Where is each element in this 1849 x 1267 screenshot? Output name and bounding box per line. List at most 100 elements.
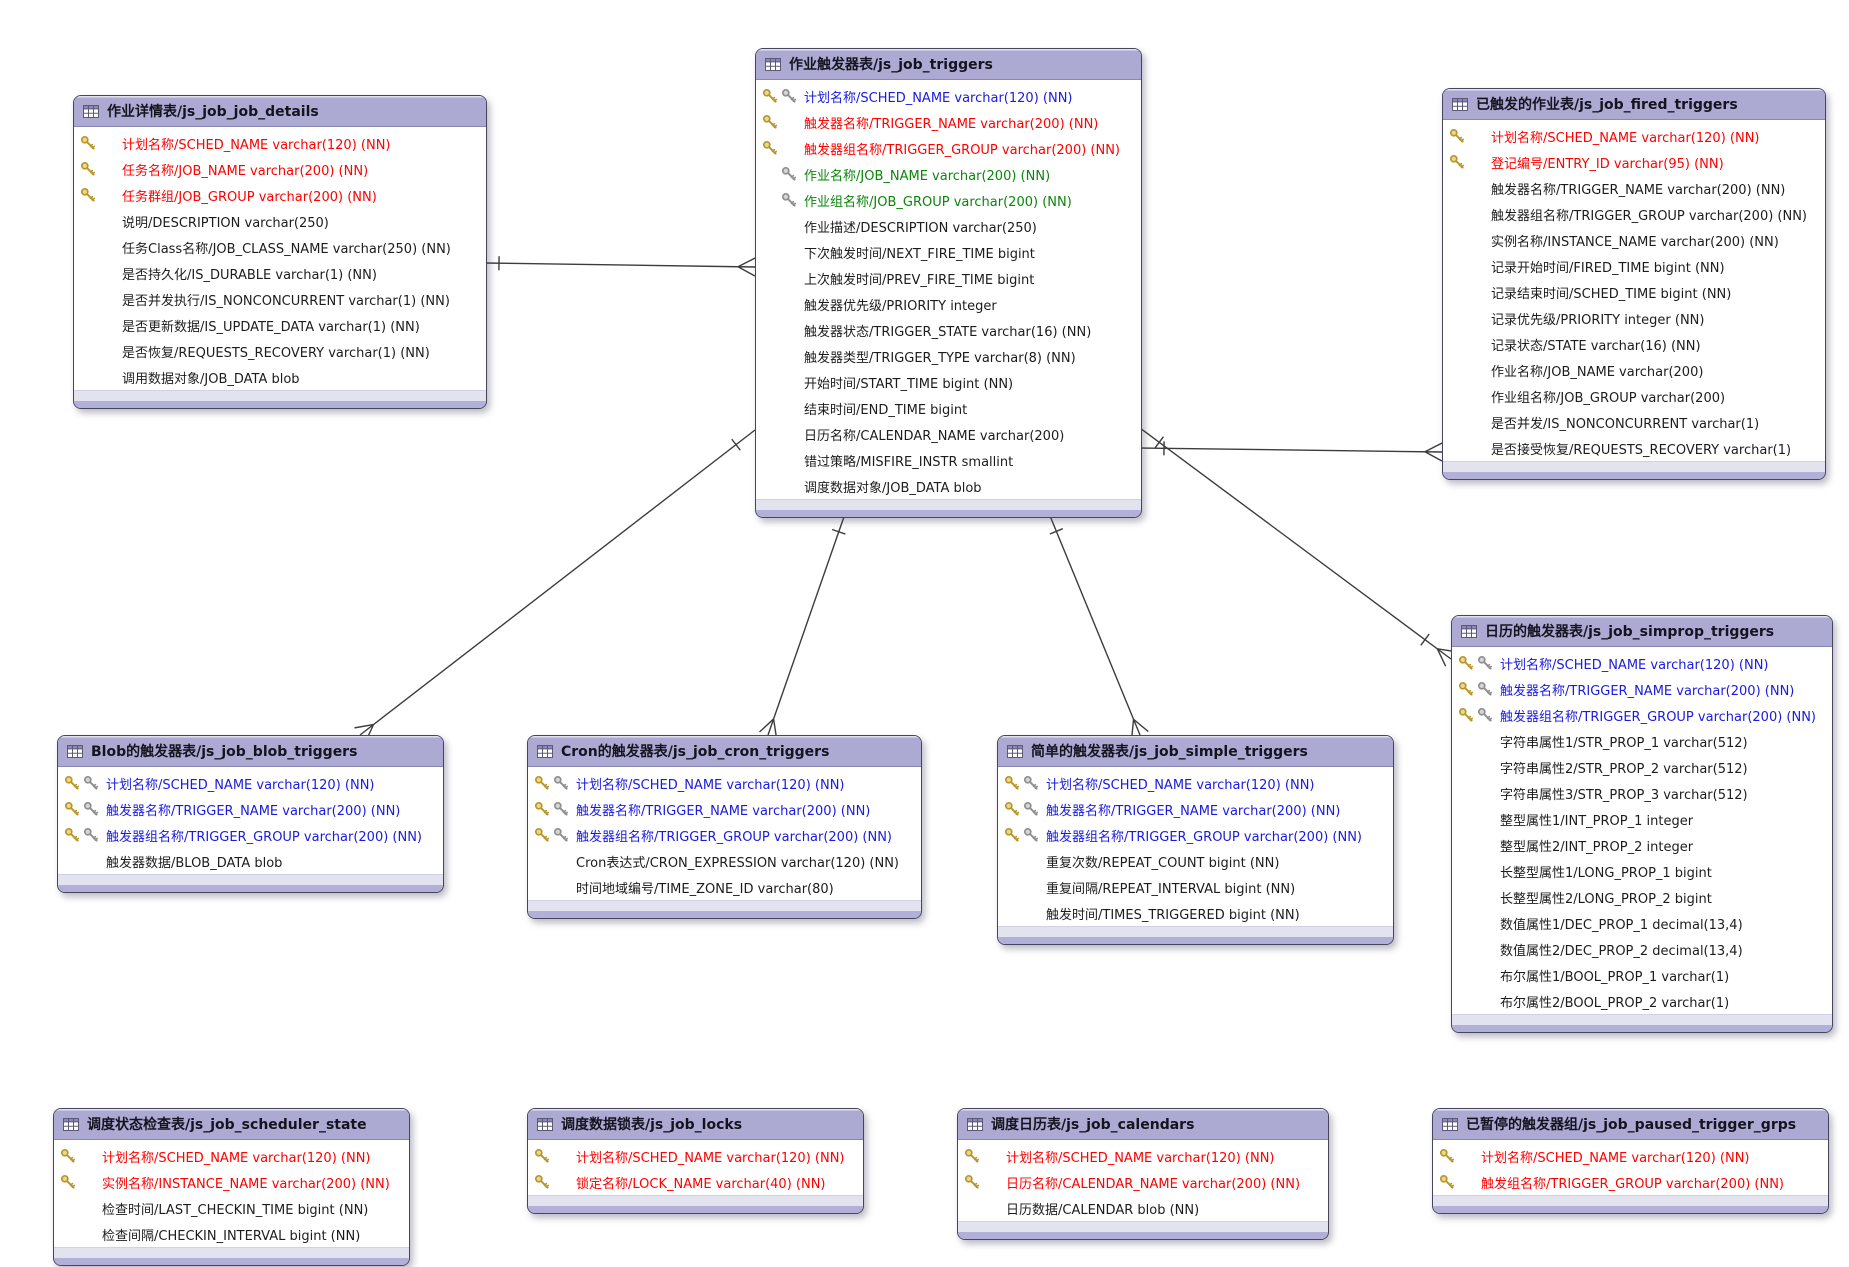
table-field-row[interactable]: 是否并发/IS_NONCONCURRENT varchar(1): [1443, 409, 1825, 435]
table-field-row[interactable]: 触发器组名称/TRIGGER_GROUP varchar(200) (NN): [58, 822, 443, 848]
table-field-row[interactable]: 触发器名称/TRIGGER_NAME varchar(200) (NN): [528, 796, 921, 822]
table-header[interactable]: 已暂停的触发器组/js_job_paused_trigger_grps: [1433, 1109, 1828, 1140]
table-field-row[interactable]: 检查间隔/CHECKIN_INTERVAL bigint (NN): [54, 1221, 409, 1247]
table-field-row[interactable]: 作业组名称/JOB_GROUP varchar(200): [1443, 383, 1825, 409]
table-header[interactable]: Blob的触发器表/js_job_blob_triggers: [58, 736, 443, 767]
table-field-row[interactable]: 是否接受恢复/REQUESTS_RECOVERY varchar(1): [1443, 435, 1825, 461]
relationship-line[interactable]: [1047, 510, 1149, 739]
table-field-row[interactable]: 触发器优先级/PRIORITY integer: [756, 291, 1141, 317]
table-field-row[interactable]: 触发器名称/TRIGGER_NAME varchar(200) (NN): [1452, 676, 1832, 702]
table-field-row[interactable]: 作业名称/JOB_NAME varchar(200): [1443, 357, 1825, 383]
table-field-row[interactable]: 触发器状态/TRIGGER_STATE varchar(16) (NN): [756, 317, 1141, 343]
table-field-row[interactable]: 长整型属性1/LONG_PROP_1 bigint: [1452, 858, 1832, 884]
table-header[interactable]: 作业详情表/js_job_job_details: [74, 96, 486, 127]
table-field-row[interactable]: 触发器组名称/TRIGGER_GROUP varchar(200) (NN): [998, 822, 1393, 848]
table-field-row[interactable]: 作业组名称/JOB_GROUP varchar(200) (NN): [756, 187, 1141, 213]
table-header[interactable]: 调度日历表/js_job_calendars: [958, 1109, 1328, 1140]
table-field-row[interactable]: 下次触发时间/NEXT_FIRE_TIME bigint: [756, 239, 1141, 265]
table-field-row[interactable]: 触发器数据/BLOB_DATA blob: [58, 848, 443, 874]
table-field-row[interactable]: 字符串属性2/STR_PROP_2 varchar(512): [1452, 754, 1832, 780]
table-field-row[interactable]: 触发器名称/TRIGGER_NAME varchar(200) (NN): [58, 796, 443, 822]
table-field-row[interactable]: 计划名称/SCHED_NAME varchar(120) (NN): [54, 1143, 409, 1169]
table-locks[interactable]: 调度数据锁表/js_job_locks 计划名称/SCHED_NAME varc…: [527, 1108, 864, 1214]
table-field-row[interactable]: 触发器组名称/TRIGGER_GROUP varchar(200) (NN): [1452, 702, 1832, 728]
table-field-row[interactable]: 是否并发执行/IS_NONCONCURRENT varchar(1) (NN): [74, 286, 486, 312]
table-field-row[interactable]: 说明/DESCRIPTION varchar(250): [74, 208, 486, 234]
table-field-row[interactable]: 开始时间/START_TIME bigint (NN): [756, 369, 1141, 395]
table-field-row[interactable]: 整型属性1/INT_PROP_1 integer: [1452, 806, 1832, 832]
table-field-row[interactable]: 错过策略/MISFIRE_INSTR smallint: [756, 447, 1141, 473]
table-field-row[interactable]: Cron表达式/CRON_EXPRESSION varchar(120) (NN…: [528, 848, 921, 874]
table-field-row[interactable]: 长整型属性2/LONG_PROP_2 bigint: [1452, 884, 1832, 910]
table-header[interactable]: Cron的触发器表/js_job_cron_triggers: [528, 736, 921, 767]
table-field-row[interactable]: 记录优先级/PRIORITY integer (NN): [1443, 305, 1825, 331]
table-field-row[interactable]: 触发器名称/TRIGGER_NAME varchar(200) (NN): [756, 109, 1141, 135]
table-scheduler_state[interactable]: 调度状态检查表/js_job_scheduler_state 计划名称/SCHE…: [53, 1108, 410, 1266]
table-field-row[interactable]: 任务Class名称/JOB_CLASS_NAME varchar(250) (N…: [74, 234, 486, 260]
table-header[interactable]: 已触发的作业表/js_job_fired_triggers: [1443, 89, 1825, 120]
table-field-row[interactable]: 数值属性1/DEC_PROP_1 decimal(13,4): [1452, 910, 1832, 936]
table-paused_trigger_grps[interactable]: 已暂停的触发器组/js_job_paused_trigger_grps 计划名称…: [1432, 1108, 1829, 1214]
table-field-row[interactable]: 计划名称/SCHED_NAME varchar(120) (NN): [74, 130, 486, 156]
table-field-row[interactable]: 布尔属性1/BOOL_PROP_1 varchar(1): [1452, 962, 1832, 988]
table-field-row[interactable]: 检查时间/LAST_CHECKIN_TIME bigint (NN): [54, 1195, 409, 1221]
relationship-line[interactable]: [1139, 427, 1457, 667]
table-field-row[interactable]: 触发组名称/TRIGGER_GROUP varchar(200) (NN): [1433, 1169, 1828, 1195]
table-field-row[interactable]: 是否持久化/IS_DURABLE varchar(1) (NN): [74, 260, 486, 286]
table-field-row[interactable]: 触发时间/TIMES_TRIGGERED bigint (NN): [998, 900, 1393, 926]
table-field-row[interactable]: 字符串属性3/STR_PROP_3 varchar(512): [1452, 780, 1832, 806]
table-field-row[interactable]: 作业描述/DESCRIPTION varchar(250): [756, 213, 1141, 239]
table-field-row[interactable]: 锁定名称/LOCK_NAME varchar(40) (NN): [528, 1169, 863, 1195]
table-field-row[interactable]: 计划名称/SCHED_NAME varchar(120) (NN): [1443, 123, 1825, 149]
table-field-row[interactable]: 是否恢复/REQUESTS_RECOVERY varchar(1) (NN): [74, 338, 486, 364]
table-field-row[interactable]: 重复次数/REPEAT_COUNT bigint (NN): [998, 848, 1393, 874]
table-field-row[interactable]: 计划名称/SCHED_NAME varchar(120) (NN): [756, 83, 1141, 109]
table-header[interactable]: 调度状态检查表/js_job_scheduler_state: [54, 1109, 409, 1140]
table-header[interactable]: 日历的触发器表/js_job_simprop_triggers: [1452, 616, 1832, 647]
table-field-row[interactable]: 作业名称/JOB_NAME varchar(200) (NN): [756, 161, 1141, 187]
table-field-row[interactable]: 任务名称/JOB_NAME varchar(200) (NN): [74, 156, 486, 182]
relationship-line[interactable]: [484, 256, 756, 277]
table-field-row[interactable]: 日历名称/CALENDAR_NAME varchar(200): [756, 421, 1141, 447]
table-field-row[interactable]: 计划名称/SCHED_NAME varchar(120) (NN): [528, 1143, 863, 1169]
table-field-row[interactable]: 是否更新数据/IS_UPDATE_DATA varchar(1) (NN): [74, 312, 486, 338]
table-field-row[interactable]: 计划名称/SCHED_NAME varchar(120) (NN): [958, 1143, 1328, 1169]
table-simple_triggers[interactable]: 简单的触发器表/js_job_simple_triggers 计划名称/SCHE…: [997, 735, 1394, 945]
relationship-line[interactable]: [759, 510, 847, 739]
table-field-row[interactable]: 整型属性2/INT_PROP_2 integer: [1452, 832, 1832, 858]
table-field-row[interactable]: 计划名称/SCHED_NAME varchar(120) (NN): [58, 770, 443, 796]
table-blob_triggers[interactable]: Blob的触发器表/js_job_blob_triggers 计划名称/SCHE…: [57, 735, 444, 893]
table-field-row[interactable]: 触发器组名称/TRIGGER_GROUP varchar(200) (NN): [756, 135, 1141, 161]
table-field-row[interactable]: 计划名称/SCHED_NAME varchar(120) (NN): [1433, 1143, 1828, 1169]
table-field-row[interactable]: 日历数据/CALENDAR blob (NN): [958, 1195, 1328, 1221]
table-header[interactable]: 作业触发器表/js_job_triggers: [756, 49, 1141, 80]
table-simprop_triggers[interactable]: 日历的触发器表/js_job_simprop_triggers 计划名称/SCH…: [1451, 615, 1833, 1033]
table-field-row[interactable]: 计划名称/SCHED_NAME varchar(120) (NN): [528, 770, 921, 796]
relationship-line[interactable]: [1139, 441, 1443, 462]
table-job_details[interactable]: 作业详情表/js_job_job_details 计划名称/SCHED_NAME…: [73, 95, 487, 409]
table-field-row[interactable]: 调用数据对象/JOB_DATA blob: [74, 364, 486, 390]
table-field-row[interactable]: 登记编号/ENTRY_ID varchar(95) (NN): [1443, 149, 1825, 175]
table-field-row[interactable]: 上次触发时间/PREV_FIRE_TIME bigint: [756, 265, 1141, 291]
table-field-row[interactable]: 重复间隔/REPEAT_INTERVAL bigint (NN): [998, 874, 1393, 900]
table-field-row[interactable]: 时间地域编号/TIME_ZONE_ID varchar(80): [528, 874, 921, 900]
table-calendars[interactable]: 调度日历表/js_job_calendars 计划名称/SCHED_NAME v…: [957, 1108, 1329, 1240]
table-field-row[interactable]: 记录结束时间/SCHED_TIME bigint (NN): [1443, 279, 1825, 305]
table-field-row[interactable]: 实例名称/INSTANCE_NAME varchar(200) (NN): [1443, 227, 1825, 253]
table-field-row[interactable]: 实例名称/INSTANCE_NAME varchar(200) (NN): [54, 1169, 409, 1195]
table-field-row[interactable]: 记录状态/STATE varchar(16) (NN): [1443, 331, 1825, 357]
table-field-row[interactable]: 字符串属性1/STR_PROP_1 varchar(512): [1452, 728, 1832, 754]
table-field-row[interactable]: 任务群组/JOB_GROUP varchar(200) (NN): [74, 182, 486, 208]
table-field-row[interactable]: 触发器类型/TRIGGER_TYPE varchar(8) (NN): [756, 343, 1141, 369]
table-field-row[interactable]: 记录开始时间/FIRED_TIME bigint (NN): [1443, 253, 1825, 279]
table-field-row[interactable]: 日历名称/CALENDAR_NAME varchar(200) (NN): [958, 1169, 1328, 1195]
relationship-line[interactable]: [354, 429, 756, 743]
table-cron_triggers[interactable]: Cron的触发器表/js_job_cron_triggers 计划名称/SCHE…: [527, 735, 922, 919]
table-fired_triggers[interactable]: 已触发的作业表/js_job_fired_triggers 计划名称/SCHED…: [1442, 88, 1826, 480]
table-field-row[interactable]: 触发器名称/TRIGGER_NAME varchar(200) (NN): [998, 796, 1393, 822]
table-header[interactable]: 简单的触发器表/js_job_simple_triggers: [998, 736, 1393, 767]
table-field-row[interactable]: 计划名称/SCHED_NAME varchar(120) (NN): [1452, 650, 1832, 676]
table-triggers[interactable]: 作业触发器表/js_job_triggers 计划名称/SCHED_NAME v…: [755, 48, 1142, 518]
table-field-row[interactable]: 结束时间/END_TIME bigint: [756, 395, 1141, 421]
table-field-row[interactable]: 布尔属性2/BOOL_PROP_2 varchar(1): [1452, 988, 1832, 1014]
